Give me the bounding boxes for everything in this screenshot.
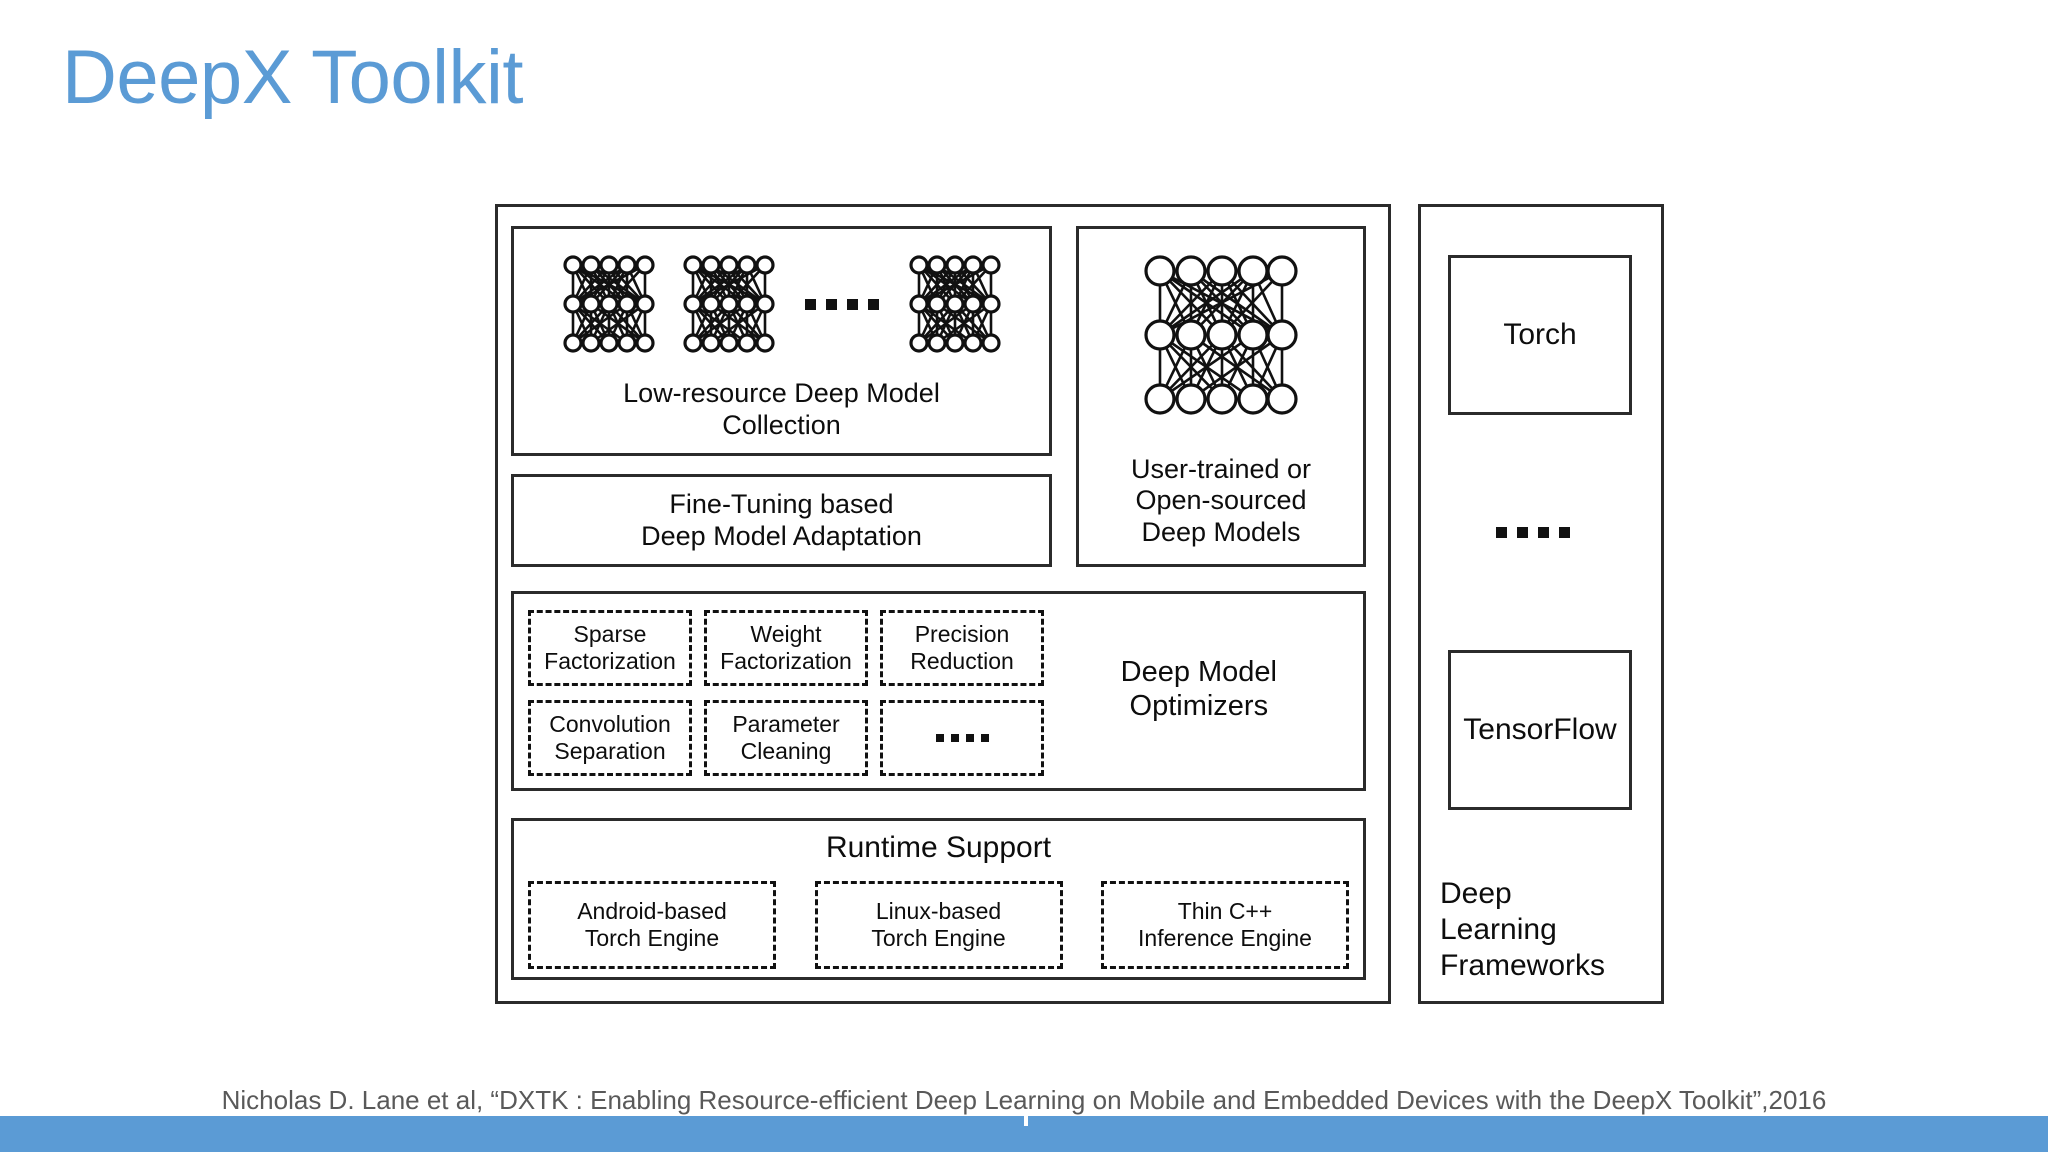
deep-model-optimizers-box: Sparse Factorization Weight Factorizatio…: [511, 591, 1366, 791]
optimizer-cell-parameter-cleaning[interactable]: Parameter Cleaning: [704, 700, 868, 776]
user-trained-models-label: User-trained or Open-sourced Deep Models: [1130, 454, 1312, 547]
bottom-bar-notch: [1024, 1116, 1028, 1126]
low-resource-model-collection-label: Low-resource Deep Model Collection: [623, 378, 940, 440]
neural-network-icon: [679, 249, 779, 359]
neural-network-icon: [905, 249, 1005, 359]
runtime-support-box: Runtime Support Android-based Torch Engi…: [511, 818, 1366, 980]
optimizer-cell-more[interactable]: [880, 700, 1044, 776]
framework-box-torch[interactable]: Torch: [1448, 255, 1632, 415]
framework-box-tensorflow[interactable]: TensorFlow: [1448, 650, 1632, 810]
network-thumbnails-row: [514, 243, 1049, 365]
fine-tuning-adaptation-box: Fine-Tuning based Deep Model Adaptation: [511, 474, 1052, 567]
optimizer-cells-grid: Sparse Factorization Weight Factorizatio…: [528, 610, 1048, 778]
runtime-cells-row: Android-based Torch Engine Linux-based T…: [528, 881, 1349, 969]
optimizer-cell-weight-factorization[interactable]: Weight Factorization: [704, 610, 868, 686]
user-trained-models-box: User-trained or Open-sourced Deep Models: [1076, 226, 1366, 567]
deep-model-optimizers-label: Deep Model Optimizers: [1120, 656, 1277, 722]
neural-network-icon: [559, 249, 659, 359]
framework-label-torch: Torch: [1503, 317, 1577, 351]
bottom-accent-bar: [0, 1116, 2048, 1152]
runtime-cell-android-torch-engine[interactable]: Android-based Torch Engine: [528, 881, 776, 969]
runtime-support-title: Runtime Support: [825, 831, 1052, 864]
ellipsis-dots-icon: [804, 298, 879, 310]
runtime-cell-linux-torch-engine[interactable]: Linux-based Torch Engine: [814, 881, 1063, 969]
citation-text: Nicholas D. Lane et al, “DXTK : Enabling…: [221, 1085, 1827, 1115]
optimizer-cell-sparse-factorization[interactable]: Sparse Factorization: [528, 610, 692, 686]
optimizer-cell-convolution-separation[interactable]: Convolution Separation: [528, 700, 692, 776]
ellipsis-dots-icon: [1496, 527, 1570, 538]
optimizer-cell-precision-reduction[interactable]: Precision Reduction: [880, 610, 1044, 686]
deep-learning-frameworks-label: Deep Learning Frameworks: [1440, 877, 1606, 982]
low-resource-model-collection-box: Low-resource Deep Model Collection: [511, 226, 1052, 456]
runtime-cell-thin-cpp-inference-engine[interactable]: Thin C++ Inference Engine: [1101, 881, 1349, 969]
page-title: DeepX Toolkit: [62, 35, 524, 120]
neural-network-icon: [1079, 245, 1363, 425]
ellipsis-dots-icon: [935, 734, 989, 742]
fine-tuning-adaptation-label: Fine-Tuning based Deep Model Adaptation: [641, 489, 922, 551]
framework-label-tensorflow: TensorFlow: [1463, 712, 1617, 746]
